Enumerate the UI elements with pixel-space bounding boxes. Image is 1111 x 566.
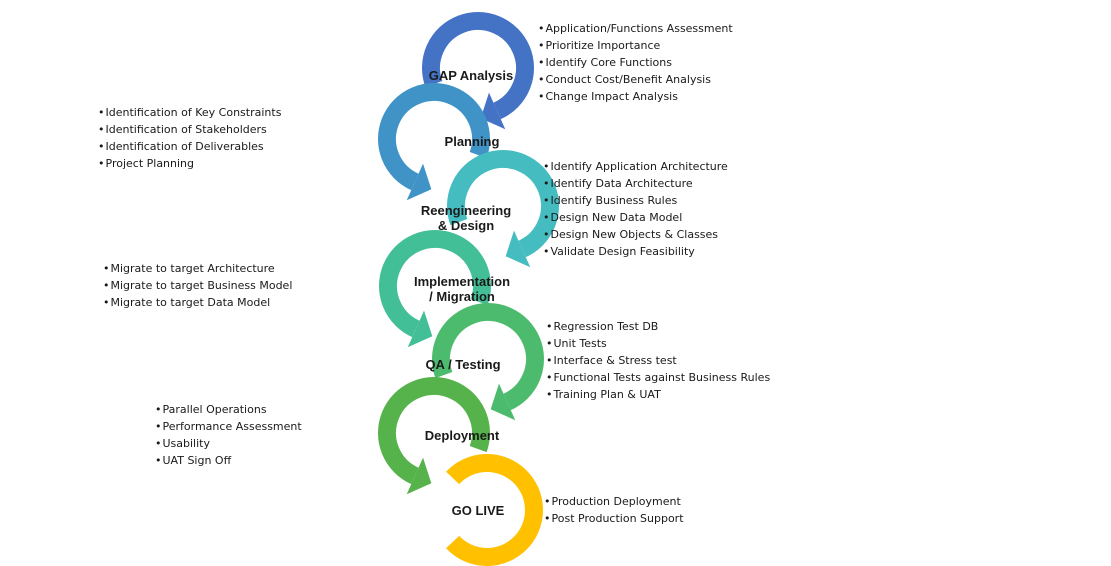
list-item: Migrate to target Business Model — [103, 277, 293, 294]
arc-deployment — [378, 377, 490, 485]
reengineering-design-details: Identify Application Architecture Identi… — [543, 158, 728, 260]
list-item: Identification of Deliverables — [98, 138, 281, 155]
list-item: Migrate to target Data Model — [103, 294, 292, 311]
list-item: UAT Sign Off — [155, 452, 302, 469]
implementation-migration-details: Migrate to target Architecture Migrate t… — [103, 260, 293, 311]
list-item: Functional Tests against Business Rules — [546, 369, 771, 386]
arrowhead-reengineering-design — [505, 230, 531, 268]
list-item: Migrate to target Architecture — [103, 260, 292, 277]
qa-testing-details: Regression Test DB Unit Tests Interface … — [546, 318, 771, 403]
arc-go-live — [446, 454, 543, 566]
list-item: Parallel Operations — [155, 401, 302, 418]
arrowhead-gap-analysis — [480, 92, 506, 130]
list-item: Change Impact Analysis — [538, 88, 733, 105]
stage-label-go-live: GO LIVE — [451, 503, 505, 518]
list-item: Conduct Cost/Benefit Analysis — [538, 71, 733, 88]
arc-qa-testing — [432, 303, 544, 411]
list-item: Prioritize Importance — [538, 37, 733, 54]
list-item: Production Deployment — [544, 493, 684, 510]
list-item: Interface & Stress test — [546, 352, 770, 369]
stage-label-reengineering-design: Reengineering & Design — [420, 203, 512, 233]
list-item: Project Planning — [98, 155, 281, 172]
list-item: Training Plan & UAT — [546, 386, 770, 403]
list-item: Design New Objects & Classes — [543, 226, 728, 243]
arc-planning — [378, 83, 490, 191]
list-item: Identify Application Architecture — [543, 158, 728, 175]
list-item: Design New Data Model — [543, 209, 728, 226]
stage-label-gap-analysis: GAP Analysis — [428, 68, 514, 83]
list-item: Post Production Support — [544, 510, 684, 527]
deployment-details: Parallel Operations Performance Assessme… — [155, 401, 302, 469]
list-item: Usability — [155, 435, 302, 452]
list-item: Performance Assessment — [155, 418, 302, 435]
arrowhead-implementation-migration — [407, 310, 433, 348]
list-item: Identify Core Functions — [538, 54, 733, 71]
list-item: Identify Business Rules — [543, 192, 728, 209]
list-item: Validate Design Feasibility — [543, 243, 728, 260]
list-item: Regression Test DB — [546, 318, 770, 335]
list-item: Identify Data Architecture — [543, 175, 728, 192]
list-item: Application/Functions Assessment — [538, 20, 733, 37]
go-live-details: Production Deployment Post Production Su… — [544, 493, 684, 527]
stage-label-qa-testing: QA / Testing — [425, 357, 501, 372]
arrowhead-planning — [406, 163, 432, 201]
arc-implementation-migration — [379, 230, 491, 338]
arrowhead-deployment — [406, 457, 432, 495]
arrowhead-qa-testing — [490, 383, 516, 421]
planning-details: Identification of Key Constraints Identi… — [98, 104, 282, 172]
list-item: Identification of Stakeholders — [98, 121, 281, 138]
list-item: Identification of Key Constraints — [98, 104, 282, 121]
arc-gap-analysis — [422, 12, 534, 120]
stage-label-planning: Planning — [444, 134, 500, 149]
list-item: Unit Tests — [546, 335, 770, 352]
stage-label-implementation-migration: Implementation / Migration — [413, 274, 511, 304]
stage-label-deployment: Deployment — [424, 428, 500, 443]
gap-analysis-details: Application/Functions Assessment Priorit… — [538, 20, 733, 105]
